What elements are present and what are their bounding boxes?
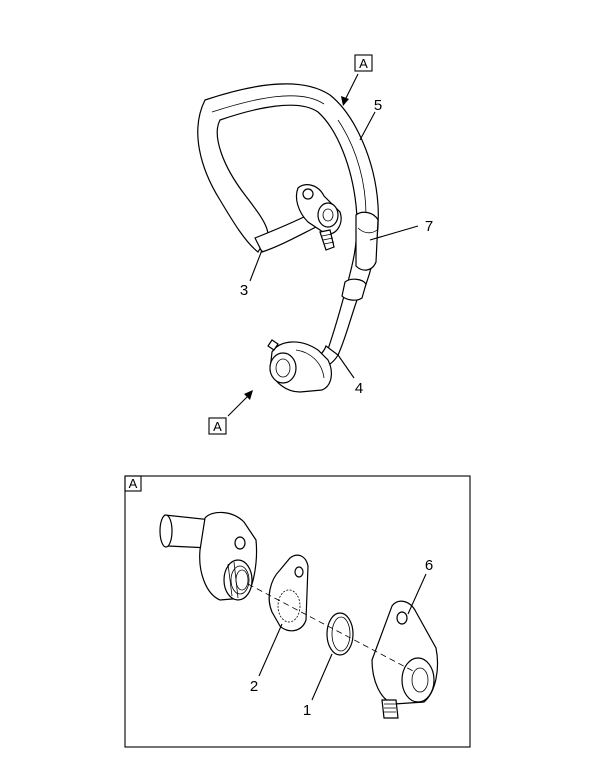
serrated-gasket [268, 554, 309, 632]
o-ring [326, 612, 354, 656]
tube-clamp [355, 211, 379, 271]
upper-fitting [295, 184, 342, 251]
leader-7 [369, 225, 419, 241]
callout-6: 6 [425, 557, 433, 574]
callout-4: 4 [355, 380, 363, 397]
leader-5 [359, 111, 376, 141]
callout-3: 3 [240, 282, 248, 299]
assembly-centerline [247, 583, 416, 673]
leader-6 [407, 573, 427, 615]
upper-callouts: 5 7 3 4 [240, 97, 433, 397]
callout-1: 1 [303, 702, 311, 719]
view-marker-top-label: A [359, 56, 368, 71]
view-marker-bottom: A [208, 390, 253, 435]
bent-tube [197, 83, 379, 356]
leader-2 [258, 623, 283, 677]
lower-fitting [267, 339, 332, 393]
callout-2: 2 [250, 678, 258, 695]
leader-1 [311, 653, 333, 701]
tube-end-fitting [159, 511, 258, 601]
detail-frame [124, 475, 471, 748]
view-marker-bottom-label: A [213, 419, 222, 434]
arrow-head-bottom [244, 390, 253, 400]
leader-3 [249, 249, 263, 282]
mating-fitting [371, 600, 439, 719]
callout-5: 5 [374, 97, 382, 114]
callout-7: 7 [425, 218, 433, 235]
detail-label-box [124, 475, 142, 492]
tube-assembly [197, 83, 379, 393]
view-marker-top: A [341, 54, 373, 106]
leader-4 [337, 354, 355, 379]
detail-box-a: A [124, 475, 471, 748]
tube-sleeve [341, 278, 367, 301]
arrow-head-top [341, 96, 349, 106]
detail-box-label: A [129, 476, 138, 491]
